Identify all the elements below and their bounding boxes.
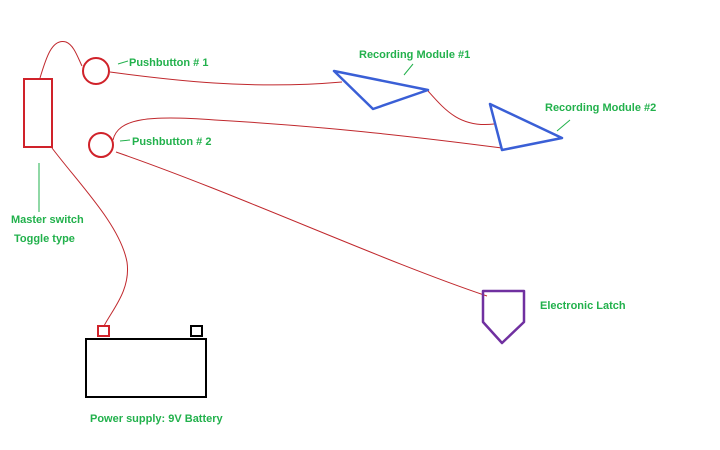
pushbutton-1 bbox=[82, 57, 110, 85]
pushbutton-1-label-pointer bbox=[117, 60, 129, 65]
battery-body bbox=[85, 338, 207, 398]
power-supply-label: Power supply: 9V Battery bbox=[90, 413, 224, 425]
recording-module-2-label-pointer bbox=[556, 119, 571, 132]
electronic-latch-label: Electronic Latch bbox=[540, 300, 626, 312]
wire-switch-to-battery bbox=[51, 147, 129, 327]
pushbutton-1-label: Pushbutton # 1 bbox=[129, 57, 208, 69]
recording-module-1-label-pointer bbox=[403, 63, 414, 76]
wire-pushbutton2-to-module2 bbox=[112, 117, 503, 149]
wire-pushbutton2-to-latch bbox=[115, 151, 488, 297]
wire-switch-to-pushbutton1 bbox=[39, 41, 83, 79]
recording-module-2-label: Recording Module #2 bbox=[545, 102, 656, 114]
wire-module1-to-module2 bbox=[427, 90, 495, 126]
recording-module-2 bbox=[488, 102, 564, 152]
toggle-type-label: Toggle type bbox=[14, 233, 75, 245]
pushbutton-2-label-pointer bbox=[119, 139, 131, 142]
battery-negative-terminal bbox=[190, 325, 203, 337]
pushbutton-2 bbox=[88, 132, 114, 158]
master-switch-label: Master switch bbox=[11, 214, 84, 226]
battery-positive-terminal bbox=[97, 325, 110, 337]
electronic-latch bbox=[481, 289, 526, 345]
wire-pushbutton1-to-module1 bbox=[109, 71, 343, 86]
recording-module-1-label: Recording Module #1 bbox=[359, 49, 470, 61]
master-switch bbox=[23, 78, 53, 148]
pushbutton-2-label: Pushbutton # 2 bbox=[132, 136, 211, 148]
recording-module-1 bbox=[332, 69, 430, 111]
